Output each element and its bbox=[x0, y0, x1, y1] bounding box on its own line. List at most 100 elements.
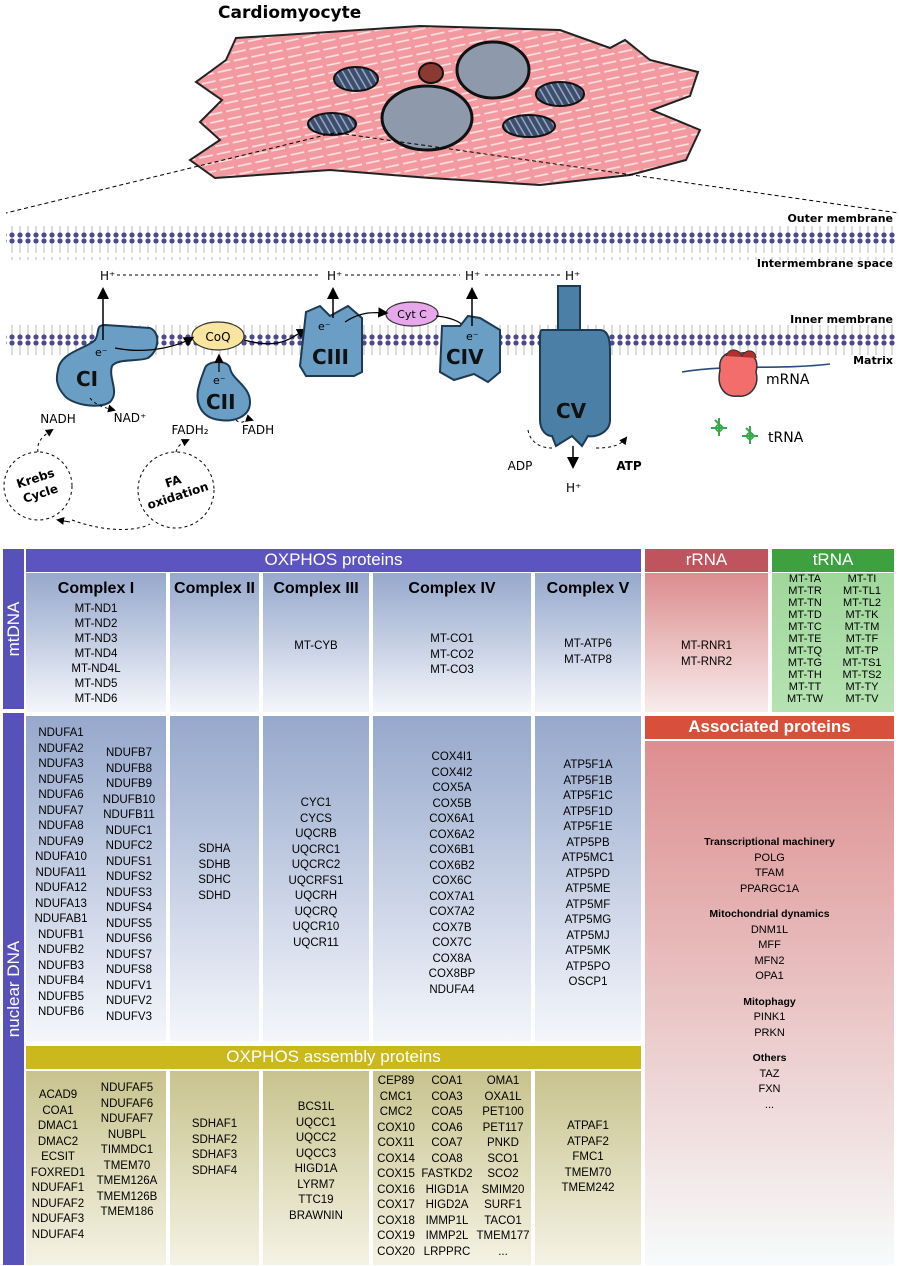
gene-name: NDUFAB1 bbox=[34, 913, 88, 925]
gene-name: SDHAF3 bbox=[191, 1149, 238, 1161]
gene-name: NDUFAF1 bbox=[31, 1182, 85, 1194]
gene-name: COX4I2 bbox=[431, 766, 473, 779]
mitochondrial-diagram: Cardiomyocyte Outer membrane Intermembra… bbox=[3, 3, 899, 530]
gene-name: COX7A1 bbox=[429, 890, 475, 903]
gene-name: ATPAF2 bbox=[567, 1135, 609, 1148]
gene-name: TMEM177 bbox=[476, 1230, 530, 1242]
gene-name: PET100 bbox=[482, 1106, 524, 1118]
gene-name: ATP5F1E bbox=[563, 821, 613, 833]
atp-label: ATP bbox=[616, 459, 642, 473]
gene-name: MT-TL1 bbox=[843, 585, 881, 597]
gene-name: MT-TP bbox=[845, 645, 879, 657]
gene-name: NDUFB7 bbox=[105, 747, 152, 759]
fadh-label: FADH bbox=[242, 423, 274, 437]
gene-list: MT-CYB bbox=[263, 639, 369, 655]
gene-name: NDUFA10 bbox=[35, 851, 87, 863]
gene-name: FASTKD2 bbox=[421, 1168, 473, 1180]
gene-name: NDUFA11 bbox=[35, 866, 87, 879]
associated-header: Associated proteins bbox=[645, 716, 894, 739]
gene-name: NDUFS5 bbox=[105, 917, 152, 930]
gene-name: MT-ND4L bbox=[71, 663, 121, 675]
gene-name: COA1 bbox=[431, 1075, 463, 1087]
gene-name: HIGD1A bbox=[425, 1183, 469, 1196]
gene-name: MT-TQ bbox=[787, 645, 823, 657]
gene-name: MT-CO2 bbox=[430, 648, 474, 661]
outer-membrane bbox=[6, 226, 895, 260]
nadh-label: NADH bbox=[40, 412, 75, 426]
gene-name: COA5 bbox=[431, 1106, 463, 1118]
gene-name: MT-TM bbox=[844, 621, 880, 633]
col-title: Complex II bbox=[174, 580, 255, 597]
gene-name: MT-TY bbox=[845, 681, 879, 693]
gene-name: MT-CO1 bbox=[430, 633, 474, 645]
gene-name: NDUFB10 bbox=[102, 793, 156, 806]
gene-name: TTC19 bbox=[298, 1194, 334, 1206]
cell-title: Cardiomyocyte bbox=[218, 3, 361, 23]
gene-name: NDUFB3 bbox=[37, 959, 84, 972]
rrna-header: rRNA bbox=[645, 549, 768, 572]
group-title: Mitochondrial dynamics bbox=[709, 908, 830, 920]
gene-name: NDUFA6 bbox=[38, 789, 84, 801]
gene-name: NDUFB8 bbox=[105, 762, 152, 775]
gene-name: NDUFS4 bbox=[105, 902, 152, 914]
gene-name: MT-TE bbox=[788, 633, 822, 645]
gene-name: TMEM70 bbox=[103, 1159, 151, 1172]
gene-name: NDUFB11 bbox=[103, 809, 155, 821]
col-title: Complex IV bbox=[408, 580, 496, 597]
gene-name: UQCRFS1 bbox=[288, 874, 344, 887]
gene-name: SDHD bbox=[198, 889, 231, 902]
gene-name: NDUFA7 bbox=[38, 804, 84, 817]
gene-name: NDUFS2 bbox=[105, 871, 152, 883]
gene-name: UQCRC1 bbox=[291, 843, 341, 856]
gene-name: SMIM20 bbox=[481, 1183, 525, 1196]
gene-name: POLG bbox=[754, 851, 785, 864]
complex-i bbox=[55, 323, 159, 407]
gene-name: NDUFAF7 bbox=[100, 1113, 154, 1125]
atp-synthase-stalk bbox=[557, 285, 581, 331]
gene-name: COX4I1 bbox=[431, 751, 473, 763]
adp-label: ADP bbox=[508, 459, 533, 473]
gene-name: COX5B bbox=[432, 797, 472, 810]
gene-name: FOXRED1 bbox=[30, 1166, 86, 1179]
gene-name: MT-CYB bbox=[294, 640, 338, 652]
proton-label: H⁺ bbox=[100, 269, 115, 283]
fa-label: FA bbox=[163, 472, 183, 491]
gene-name: SDHAF1 bbox=[191, 1118, 238, 1130]
gene-name: FMC1 bbox=[572, 1151, 604, 1163]
gene-name: COX14 bbox=[377, 1152, 415, 1165]
gene-name: NDUFB1 bbox=[37, 928, 84, 941]
nucleus bbox=[380, 84, 474, 152]
gene-name: NDUFAF2 bbox=[31, 1197, 85, 1210]
gene-name: TFAM bbox=[754, 867, 785, 879]
gene-name: COX17 bbox=[377, 1199, 415, 1211]
gene-name: NDUFAF5 bbox=[100, 1082, 154, 1094]
gene-name: NDUFB6 bbox=[37, 1006, 84, 1018]
trna-header: tRNA bbox=[772, 549, 894, 572]
cii-label: CII bbox=[206, 390, 236, 414]
gene-name: MT-ND4 bbox=[74, 648, 118, 660]
oxphos-header: OXPHOS proteins bbox=[26, 549, 641, 572]
gene-name: MT-TC bbox=[788, 621, 822, 633]
gene-name: MT-TL2 bbox=[843, 597, 881, 609]
intermembrane-label: Intermembrane space bbox=[757, 257, 893, 270]
gene-name: UQCRQ bbox=[294, 905, 338, 918]
gene-name: COX5A bbox=[432, 782, 472, 794]
gene-name: UQCRB bbox=[295, 828, 337, 840]
electron-label: e⁻ bbox=[213, 374, 226, 387]
assembly-header: OXPHOS assembly proteins bbox=[26, 1046, 641, 1069]
gene-name: NUBPL bbox=[107, 1128, 147, 1141]
